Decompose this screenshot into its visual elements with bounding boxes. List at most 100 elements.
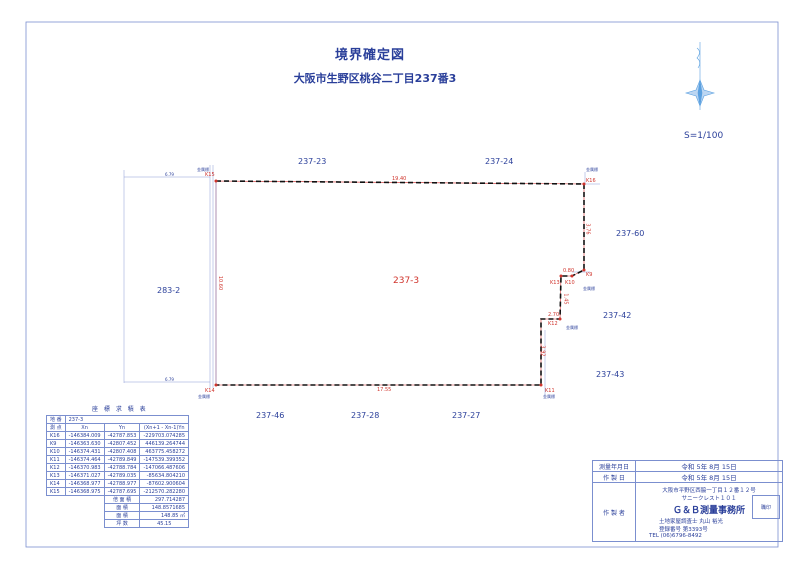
scale-label: S=1/100 <box>684 131 724 141</box>
area2-value: 148.85 <box>160 512 179 519</box>
page-title: 境界確定図 <box>334 48 405 63</box>
made-date: 令和 5年 8月 15日 <box>635 471 783 483</box>
seal-box: 職印 <box>752 495 780 519</box>
table-row: K13-146371.027-42789.035-85634.804210 <box>46 471 190 480</box>
post-label-k15: 金属標 <box>197 167 209 172</box>
coord-cell-x: -146370.983 <box>64 463 105 472</box>
table-row: 坪 数 45.15 <box>47 519 190 528</box>
lot-237-28: 237-28 <box>351 411 380 420</box>
label-made-date: 作 製 日 <box>592 471 636 483</box>
marker-k15: K15 <box>205 172 215 178</box>
point-k11 <box>539 383 543 387</box>
marker-k9: K9 <box>586 272 593 278</box>
lot-237-42: 237-42 <box>603 311 632 320</box>
registration-number: 登録番号 第3393号 <box>659 526 708 533</box>
dim-left: 10.60 <box>217 275 224 291</box>
coord-cell-p: K14 <box>46 479 66 488</box>
point-k12 <box>558 317 562 321</box>
col-y: Yn <box>103 423 141 432</box>
coord-cell-y: -42787.695 <box>103 487 141 496</box>
survey-date: 令和 5年 8月 15日 <box>635 460 783 472</box>
label-double: 倍 面 積 <box>103 495 141 504</box>
dim-right-1: 3.76 <box>584 223 591 235</box>
lot-237-23: 237-23 <box>298 157 327 166</box>
lot-237-60: 237-60 <box>616 229 645 238</box>
company-name: Ｇ＆Ｂ測量事務所 <box>672 505 745 516</box>
coord-cell-c: -85634.804210 <box>139 471 190 480</box>
table-row: 倍 面 積 297.714287 <box>47 495 190 504</box>
dim-right-3: 1.45 <box>562 293 569 305</box>
coord-cell-x: -146363.630 <box>64 439 105 448</box>
point-k13 <box>559 274 563 278</box>
coord-cell-y: -42787.853 <box>103 431 141 440</box>
coord-cell-p: K10 <box>46 447 66 456</box>
post-label-k9: 金属標 <box>583 286 595 291</box>
table-row: 作 製 日 令和 5年 8月 15日 <box>592 471 783 483</box>
table-row: K14-146368.977-42788.977-87602.900604 <box>46 479 190 488</box>
dim-right-2: 0.80 <box>563 268 575 274</box>
marker-k11: K11 <box>545 388 555 394</box>
label-tsubo: 坪 数 <box>103 519 141 528</box>
coord-cell-y: -42807.452 <box>103 439 141 448</box>
address-line-2: サニークレスト１０１ <box>681 495 737 502</box>
table-row: K15-146368.975-42787.695-212570.282280 <box>46 487 190 496</box>
table-row: 面 積 148.8571685 <box>47 503 190 512</box>
coord-cell-y: -42788.784 <box>103 463 141 472</box>
label-area: 面 積 <box>103 503 141 512</box>
lot-283-2: 283-2 <box>157 286 181 295</box>
table-row: 測量年月日 令和 5年 8月 15日 <box>592 460 783 472</box>
label-lot: 地 番 <box>46 415 66 424</box>
coord-cell-x: -146368.977 <box>64 479 105 488</box>
point-k16 <box>582 182 586 186</box>
coord-cell-x: -146374.431 <box>64 447 105 456</box>
double-value: 297.714287 <box>139 495 190 504</box>
label-maker: 作 製 者 <box>592 482 636 542</box>
marker-k10: K10 <box>565 280 575 286</box>
coord-cell-x: -146368.975 <box>64 487 105 496</box>
point-k10 <box>570 274 574 278</box>
coord-cell-c: 463775.458272 <box>139 447 190 456</box>
coord-cell-c: 446139.264744 <box>139 439 190 448</box>
table-row: K16-146384.009-42787.853-229703.074285 <box>46 431 190 440</box>
col-calc: (Xn+1 - Xn-1)Yn <box>139 423 190 432</box>
lot-237-27: 237-27 <box>452 411 481 420</box>
label-survey-date: 測量年月日 <box>592 460 636 472</box>
area2-cell: 148.85 ㎡ <box>139 511 190 520</box>
dim-top: 19.40 <box>392 176 407 182</box>
dim-right-4: 2.70 <box>548 312 560 318</box>
lot-main-237-3: 237-3 <box>393 276 420 286</box>
coord-cell-c: -229703.074285 <box>139 431 190 440</box>
coord-cell-y: -42788.977 <box>103 479 141 488</box>
coord-cell-c: -87602.900604 <box>139 479 190 488</box>
table-row: 面 積 148.85 ㎡ <box>47 511 190 520</box>
surveyor-name: 土地家屋調査士 丸山 裕光 <box>659 518 723 525</box>
coord-cell-c: -212570.282280 <box>139 487 190 496</box>
coord-cell-y: -42807.408 <box>103 447 141 456</box>
maker-cell: 大阪市平野区西脇一丁目１２番１２号 サニークレスト１０１ Ｇ＆Ｂ測量事務所 土地… <box>635 482 783 542</box>
post-label-k11: 金属標 <box>543 394 555 399</box>
coord-table: 地 番 237-3 測 点 Xn Yn (Xn+1 - Xn-1)Yn K16-… <box>46 415 190 528</box>
coord-cell-p: K9 <box>46 439 66 448</box>
table-row: 測 点 Xn Yn (Xn+1 - Xn-1)Yn <box>46 423 190 432</box>
lot-237-24: 237-24 <box>485 157 514 166</box>
neighbor-lines <box>123 165 600 395</box>
sheet-border <box>25 21 779 548</box>
coord-cell-p: K12 <box>46 463 66 472</box>
coord-cell-p: K11 <box>46 455 66 464</box>
coord-cell-p: K13 <box>46 471 66 480</box>
dim-bottom: 17.55 <box>377 387 392 393</box>
tsubo-value: 45.15 <box>139 519 190 528</box>
post-label-k14: 金属標 <box>198 394 210 399</box>
dim-left-top: 6.79 <box>165 172 174 177</box>
dim-right-5: 3.92 <box>539 345 546 357</box>
marker-k16: K16 <box>586 178 596 184</box>
lot-value: 237-3 <box>64 415 190 424</box>
coord-cell-y: -42789.849 <box>103 455 141 464</box>
boundary-points <box>214 179 586 387</box>
boundary-237-3 <box>215 180 585 386</box>
coord-cell-y: -42789.035 <box>103 471 141 480</box>
telephone: TEL (06)6796-8492 <box>649 532 702 539</box>
point-k15 <box>214 179 218 183</box>
